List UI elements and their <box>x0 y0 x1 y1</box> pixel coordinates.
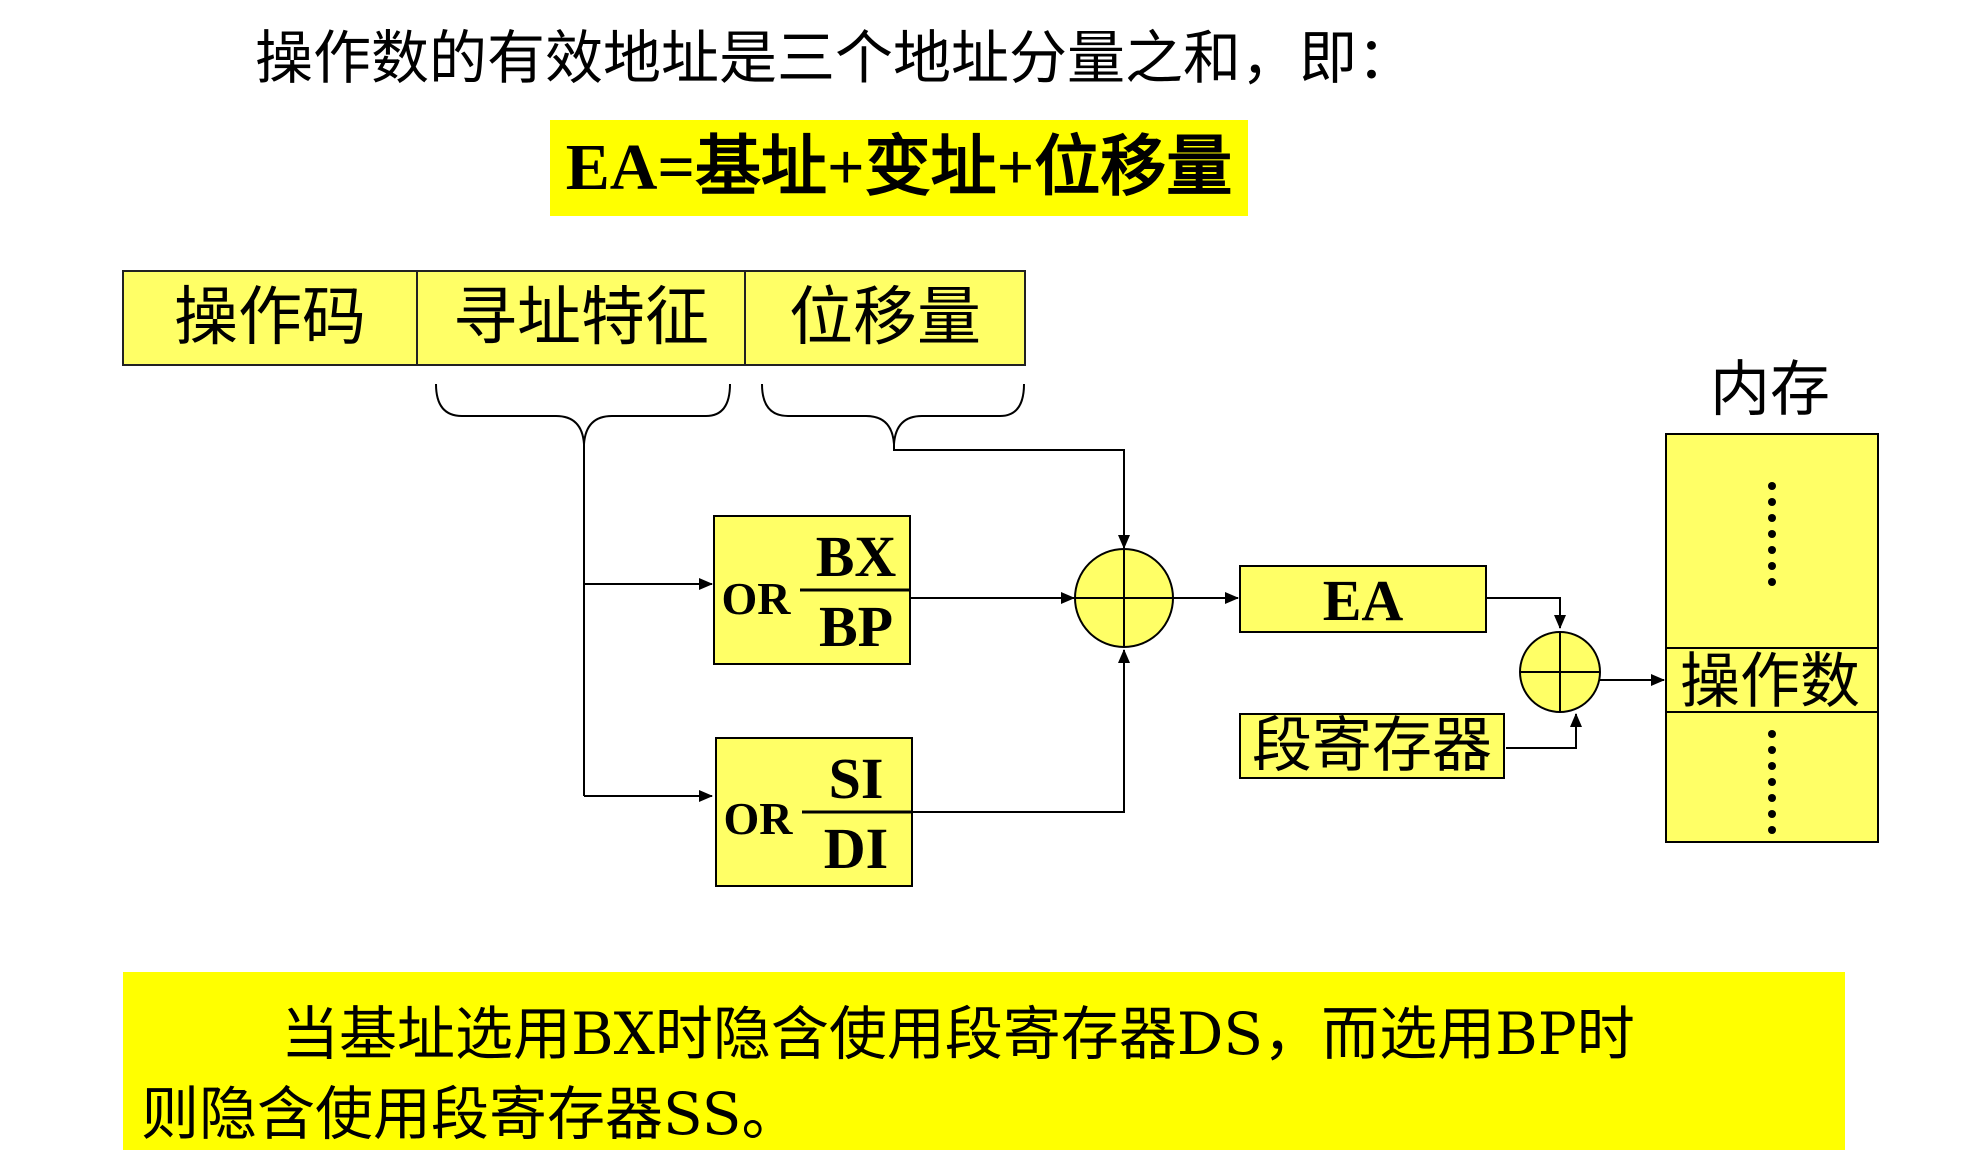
segment-register-label: 段寄存器 <box>1252 711 1492 781</box>
brace-addressing <box>435 383 731 445</box>
adder-2 <box>1519 631 1601 713</box>
segment-register-box <box>1239 713 1505 779</box>
note-box: 当基址选用BX时隐含使用段寄存器DS，而选用BP时 则隐含使用段寄存器SS。 <box>123 972 1845 1150</box>
title-text: 操作数的有效地址是三个地址分量之和，即： <box>255 24 1416 92</box>
ea-label: EA <box>1323 568 1404 633</box>
index-or-label: OR <box>724 793 794 844</box>
note-line-2: 则隐含使用段寄存器SS。 <box>141 1080 800 1148</box>
index-di-label: DI <box>824 816 888 881</box>
field-addressing-mode: 寻址特征 <box>416 270 746 366</box>
memory-ellipsis-bottom <box>1768 730 1776 834</box>
memory-operand-cell: 操作数 <box>1680 647 1860 717</box>
note-line-1: 当基址选用BX时隐含使用段寄存器DS，而选用BP时 <box>281 1000 1635 1068</box>
memory-title: 内存 <box>1710 355 1830 425</box>
brace-displacement <box>761 383 1025 445</box>
ea-box <box>1239 565 1487 633</box>
adder-1 <box>1074 548 1174 648</box>
base-bx-label: BX <box>816 524 897 589</box>
base-bp-label: BP <box>819 594 893 659</box>
field-displacement: 位移量 <box>744 270 1026 366</box>
memory-ellipsis-top <box>1768 482 1776 586</box>
ea-formula: EA=基址+变址+位移量 <box>550 120 1248 216</box>
index-si-label: SI <box>829 746 884 811</box>
base-or-label: OR <box>722 573 792 624</box>
